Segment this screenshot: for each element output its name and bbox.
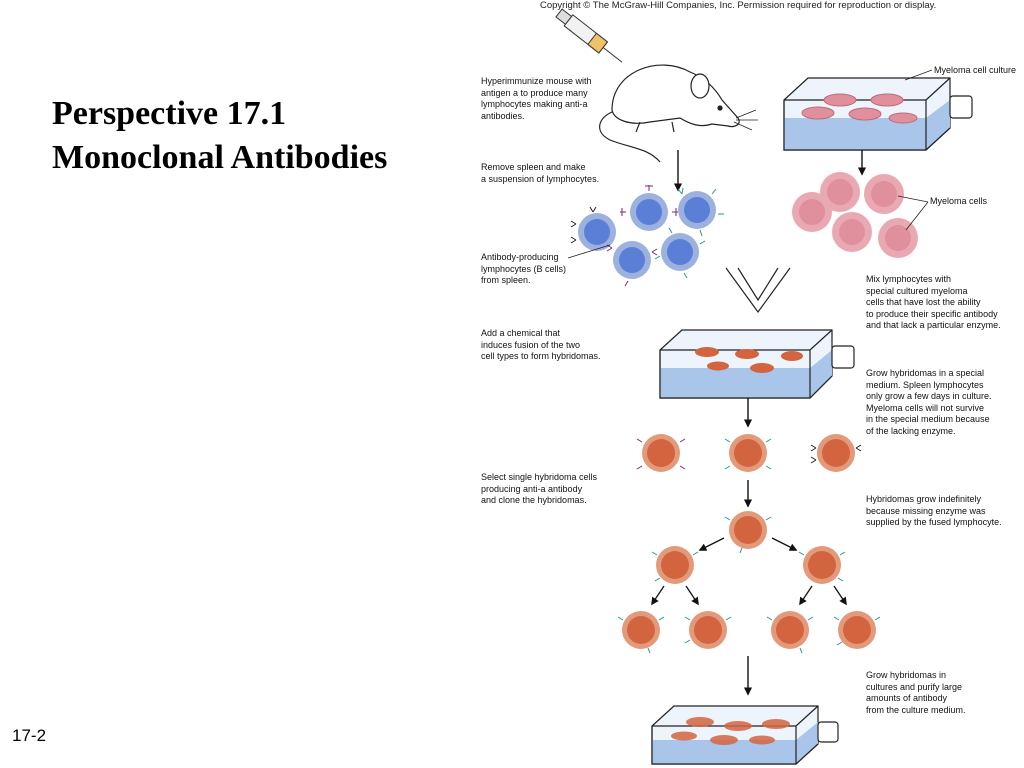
hybridoma-clone — [798, 546, 846, 584]
hybridoma-clone — [833, 611, 881, 649]
step-grow-indefinitely: Hybridomas grow indefinitely because mis… — [866, 494, 1002, 527]
slide-number: 17-2 — [12, 726, 47, 745]
myeloma-cells-leader — [897, 195, 929, 231]
hybridoma-clone — [724, 511, 772, 554]
copyright-notice: Copyright © The McGraw-Hill Companies, I… — [540, 0, 937, 11]
hybridoma-cell — [636, 434, 686, 472]
step-mix: Mix lymphocytes with special cultured my… — [866, 274, 1001, 330]
myeloma-cell — [832, 212, 872, 252]
myeloma-cell — [878, 218, 918, 258]
clone-arrows — [651, 537, 847, 606]
myeloma-cell — [820, 172, 860, 212]
hybridoma-cell — [724, 434, 772, 472]
slide-title-line-1: Perspective 17.1 — [52, 95, 287, 132]
lymphocyte-cell — [620, 185, 678, 231]
lymphocyte-cells — [570, 185, 724, 287]
lymphocyte-cell — [677, 187, 724, 237]
lymphocyte-cell — [654, 227, 706, 279]
hybridoma-cell — [810, 434, 862, 472]
hybridoma-row — [636, 434, 862, 472]
lymphocyte-cell — [570, 206, 616, 251]
hybridoma-clone — [766, 611, 814, 654]
myeloma-cell — [864, 174, 904, 214]
hybridoma-clone — [684, 611, 732, 649]
step-antibody-producing: Antibody-producing lymphocytes (B cells)… — [481, 252, 567, 285]
slide-title: Perspective 17.1 Monoclonal Antibodies — [52, 92, 387, 180]
step-add-chemical: Add a chemical that induces fusion of th… — [481, 328, 601, 361]
merge-chevron — [725, 267, 791, 314]
step-hyperimmunize: Hyperimmunize mouse with antigen a to pr… — [481, 76, 592, 121]
lymphocyte-cell — [606, 241, 658, 287]
myeloma-culture-flask — [783, 77, 973, 151]
hybridoma-clone — [651, 546, 699, 584]
b-cell-leader — [567, 244, 611, 259]
final-culture-flask — [651, 705, 839, 765]
myeloma-cells-label: Myeloma cells — [930, 196, 988, 206]
myeloma-culture-label: Myeloma cell culture — [934, 65, 1017, 75]
step-select-single: Select single hybridoma cells producing … — [481, 472, 598, 505]
hybridoma-clone — [617, 611, 665, 654]
myeloma-culture-leader — [904, 69, 933, 81]
mouse-illustration — [599, 64, 758, 163]
step-grow-special: Grow hybridomas in a special medium. Spl… — [866, 368, 992, 436]
slide-title-line-2: Monoclonal Antibodies — [52, 139, 388, 176]
hybridoma-clones — [617, 511, 881, 654]
myeloma-cells — [792, 172, 918, 258]
fusion-flask — [659, 329, 855, 399]
step-grow-purify: Grow hybridomas in cultures and purify l… — [866, 670, 966, 715]
step-remove-spleen: Remove spleen and make a suspension of l… — [481, 162, 600, 184]
syringe-icon — [555, 8, 623, 63]
myeloma-cell — [792, 192, 832, 232]
